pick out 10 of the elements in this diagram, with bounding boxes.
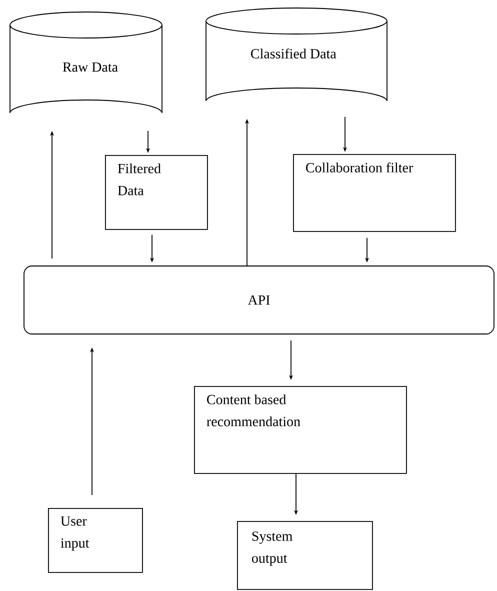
node-label: Raw Data: [62, 62, 118, 72]
process-box: System output: [237, 521, 373, 590]
node-label: Classified Data: [251, 48, 336, 58]
database-cylinder: Classified Data: [206, 8, 388, 102]
api-box: API: [24, 266, 494, 334]
process-box: User input: [48, 508, 143, 573]
database-cylinder: Raw Data: [10, 12, 162, 114]
process-box: Collaboration filter: [293, 154, 456, 232]
process-box: Content based recommendation: [194, 386, 407, 474]
process-box: Filtered Data: [105, 155, 208, 230]
